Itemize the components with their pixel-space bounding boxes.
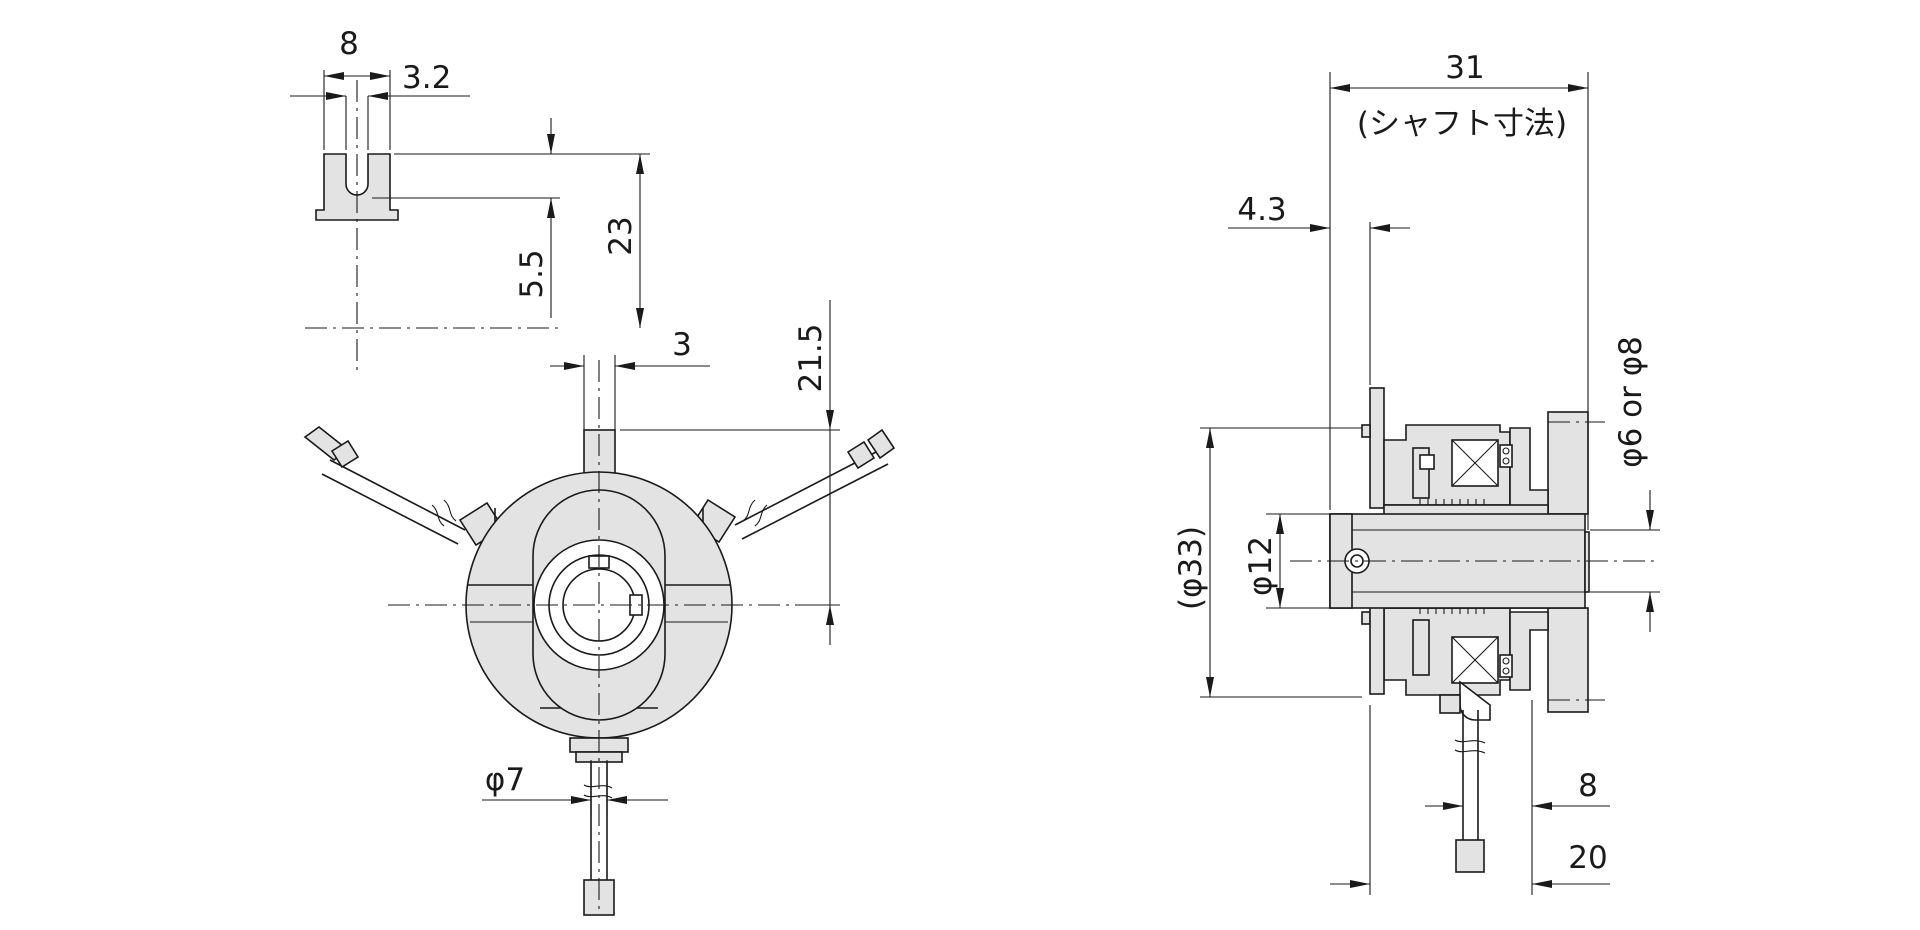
- dim-label-key-offset: 21.5: [793, 323, 829, 392]
- dim-label-bore-dia: φ12: [1243, 536, 1279, 596]
- dim-label-slot-depth: 5.5: [514, 249, 550, 298]
- dim-label-shaft-length: 31: [1445, 50, 1484, 86]
- dim-label-shaft-dia: φ6 or φ8: [1613, 336, 1649, 468]
- rotor-block: [1547, 411, 1589, 515]
- dim-label-flange-offset: 4.3: [1237, 192, 1286, 228]
- dim-label-slot: 3.2: [402, 60, 451, 96]
- side-connector: [1455, 839, 1485, 873]
- left-lead-wire: [303, 425, 505, 547]
- front-view: [303, 300, 896, 916]
- dim-label-body-dia: (φ33): [1173, 526, 1209, 610]
- right-lead-wire: [690, 428, 896, 544]
- dim-label-shaft-note: (シャフト寸法): [1357, 106, 1567, 142]
- side-section-view: [1200, 72, 1660, 895]
- dim-label-cable-offset: 8: [1578, 768, 1598, 804]
- dim-label-cable-base-offset: 20: [1568, 840, 1607, 876]
- flange-plate: [1369, 387, 1385, 509]
- dim-label-cable-dia: φ7: [485, 762, 525, 798]
- dim-label-key-width: 3: [672, 327, 692, 363]
- dim-label-height-23: 23: [603, 216, 639, 255]
- dim-label-8-top: 8: [339, 26, 359, 62]
- top-slot-detail: [290, 70, 650, 374]
